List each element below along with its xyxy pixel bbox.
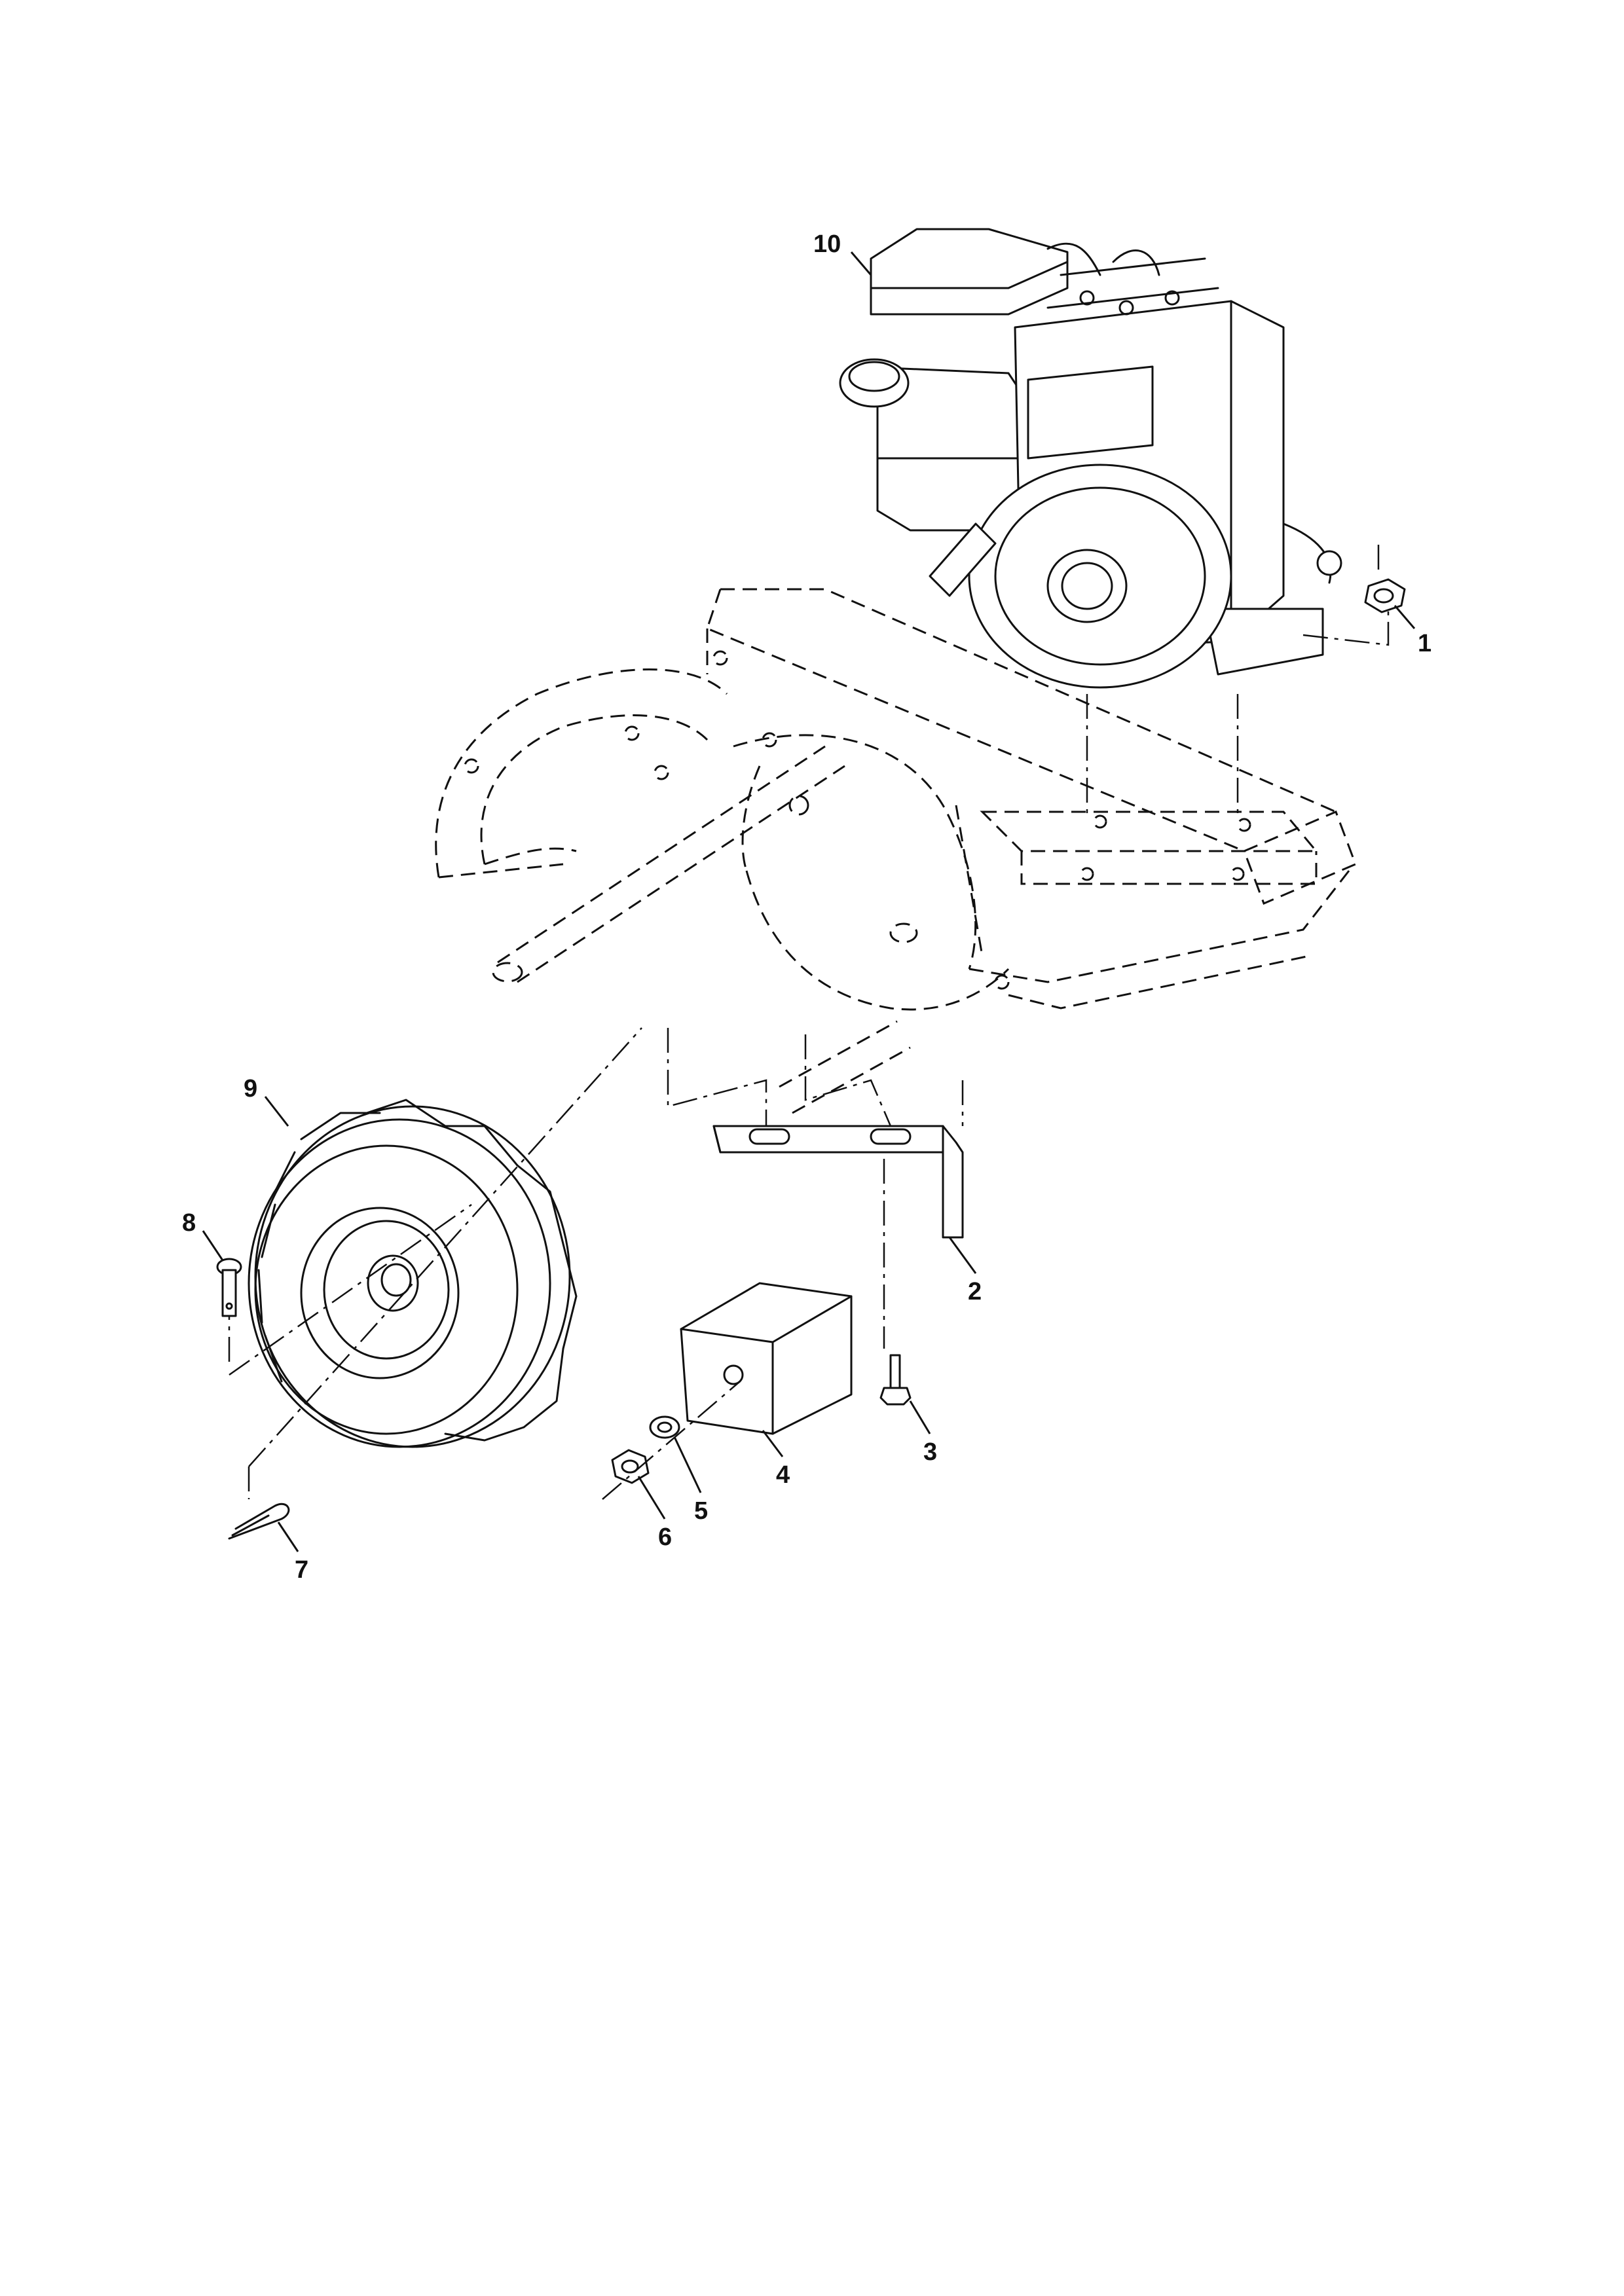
leader-4 bbox=[762, 1430, 784, 1457]
leader-9 bbox=[264, 1096, 289, 1127]
callout-6: 6 bbox=[658, 1523, 672, 1551]
weight-nut bbox=[611, 1449, 650, 1484]
tire-tread-lugs bbox=[257, 1099, 578, 1442]
bracket-bolt bbox=[879, 1354, 912, 1406]
clevis-pin bbox=[216, 1258, 242, 1317]
engine bbox=[839, 228, 1342, 689]
leader-1 bbox=[1393, 605, 1416, 629]
engine-mount-nut bbox=[1364, 578, 1406, 613]
callout-8: 8 bbox=[182, 1209, 196, 1237]
engine-mount-axis-lines bbox=[1086, 543, 1390, 818]
callout-1: 1 bbox=[1418, 630, 1431, 657]
lock-washer bbox=[649, 1415, 680, 1439]
callout-leaders bbox=[202, 251, 1416, 1552]
leader-2 bbox=[948, 1237, 977, 1274]
tiller-frame-phantom bbox=[435, 588, 1357, 1114]
wheel-assembly bbox=[248, 1099, 578, 1448]
callout-5: 5 bbox=[694, 1497, 708, 1525]
leader-3 bbox=[909, 1400, 931, 1434]
weight-fastener-axis-line bbox=[602, 1381, 741, 1500]
callout-9: 9 bbox=[244, 1075, 257, 1102]
wheel-axle-axis-lines bbox=[228, 1027, 642, 1499]
callout-10: 10 bbox=[813, 230, 841, 258]
leader-7 bbox=[277, 1522, 299, 1552]
callout-labels: 1 2 3 4 5 6 7 8 9 10 bbox=[182, 230, 1431, 1584]
leader-6 bbox=[637, 1476, 666, 1520]
callout-7: 7 bbox=[295, 1556, 308, 1584]
callout-2: 2 bbox=[968, 1278, 982, 1305]
leader-5 bbox=[673, 1436, 702, 1493]
callout-3: 3 bbox=[923, 1438, 937, 1466]
callout-4: 4 bbox=[776, 1461, 790, 1489]
leader-10 bbox=[850, 251, 872, 276]
hairpin-clip bbox=[228, 1503, 290, 1540]
bracket-axis-lines bbox=[667, 1028, 964, 1349]
wheel-weight-block bbox=[680, 1282, 853, 1435]
mounting-bracket bbox=[712, 1125, 964, 1239]
leader-8 bbox=[202, 1230, 224, 1261]
